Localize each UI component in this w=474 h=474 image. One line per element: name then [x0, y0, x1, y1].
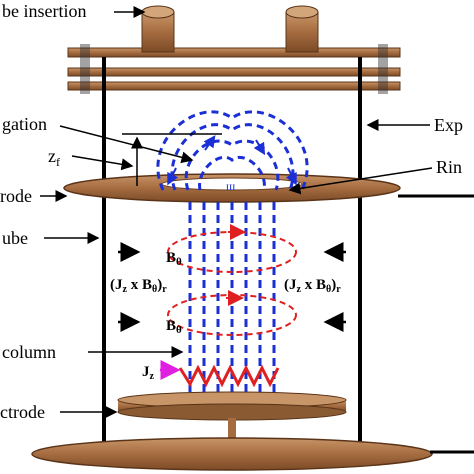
elongation-label: gation [2, 114, 47, 134]
lower-electrode [117, 391, 347, 446]
field-loops [156, 110, 309, 191]
ring-label: Rin [436, 157, 462, 177]
probe-port-left [141, 5, 175, 53]
jxb-left-label: (Jz x Bθ)r [110, 277, 167, 295]
ring-pointer [288, 167, 433, 195]
column-label: column [2, 342, 56, 362]
electrode-top-label: rode [0, 186, 32, 206]
zf-label: zf [48, 146, 60, 169]
electrode-bottom-label: ctrode [0, 402, 45, 422]
elongation-pointer [59, 125, 194, 164]
probe-insertion-label: be insertion [2, 1, 86, 21]
b-theta-lower-label: Bθ [166, 318, 182, 336]
jz-current-zigzag [178, 364, 280, 388]
jxb-right-label: (Jz x Bθ)r [284, 277, 341, 295]
top-flange [67, 44, 401, 94]
expansion-label: Exp [434, 115, 463, 135]
field-loop-arrows [167, 135, 297, 186]
base-flange [31, 437, 433, 471]
jz-label: Jz [142, 364, 155, 382]
b-theta-loop-upper [167, 231, 297, 273]
b-theta-upper-label: Bθ [166, 250, 182, 268]
tube-label: ube [2, 228, 28, 248]
zf-pointer [71, 155, 134, 171]
center-current-mark: ш [226, 179, 236, 193]
probe-port-right [285, 5, 319, 53]
